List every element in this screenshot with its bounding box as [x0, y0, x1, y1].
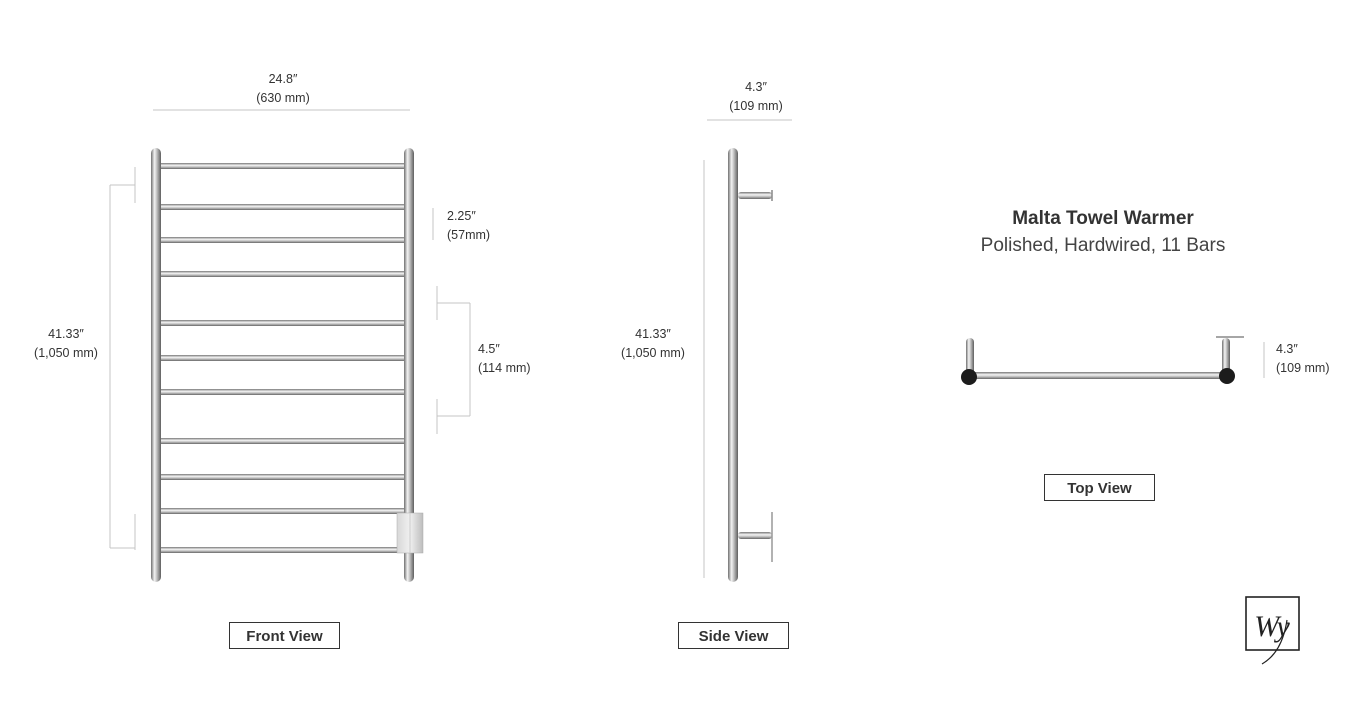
front-bar-2 [156, 204, 408, 210]
front-bar-3 [156, 237, 408, 243]
front-left-upright [151, 148, 161, 582]
top-depth-label: 4.3″(109 mm) [1276, 342, 1330, 375]
logo-monogram: Wy [1254, 610, 1290, 643]
front-right-upright [404, 148, 414, 582]
side-bottom-bracket [738, 532, 772, 539]
top-left-end-cap [961, 369, 977, 385]
side-height-label: 41.33″(1,050 mm) [621, 327, 685, 360]
bar-gap-label: 4.5″(114 mm) [478, 342, 531, 375]
front-width-label: 24.8″(630 mm) [256, 72, 310, 105]
top-crossbar [970, 372, 1228, 379]
front-bar-7 [156, 389, 408, 395]
brand-logo: Wy [1245, 596, 1300, 665]
bar-spacing-label: 2.25″(57mm) [447, 209, 491, 242]
front-gap-dim [436, 286, 471, 434]
side-upright [728, 148, 738, 582]
front-bar-9 [156, 474, 408, 480]
top-right-end-cap [1219, 368, 1235, 384]
front-height-label: 41.33″(1,050 mm) [34, 327, 98, 360]
product-subtitle: Polished, Hardwired, 11 Bars [980, 235, 1226, 256]
side-view-label: Side View [678, 622, 789, 649]
top-right-arm [1222, 338, 1230, 376]
front-bar-4 [156, 271, 408, 277]
front-bar-11 [156, 547, 408, 553]
front-bar-6 [156, 355, 408, 361]
side-top-bracket [738, 192, 772, 199]
front-height-dim [109, 167, 136, 550]
front-bars-group [156, 163, 408, 553]
side-depth-label: 4.3″(109 mm) [729, 80, 783, 113]
front-bar-10 [156, 508, 408, 514]
front-bar-8 [156, 438, 408, 444]
top-view-label: Top View [1044, 474, 1155, 501]
top-left-arm [966, 338, 974, 376]
product-name: Malta Towel Warmer [1012, 208, 1194, 229]
front-bar-5 [156, 320, 408, 326]
front-bar-1 [156, 163, 408, 169]
front-view-label: Front View [229, 622, 340, 649]
product-title-block: Malta Towel Warmer Polished, Hardwired, … [960, 208, 1246, 257]
